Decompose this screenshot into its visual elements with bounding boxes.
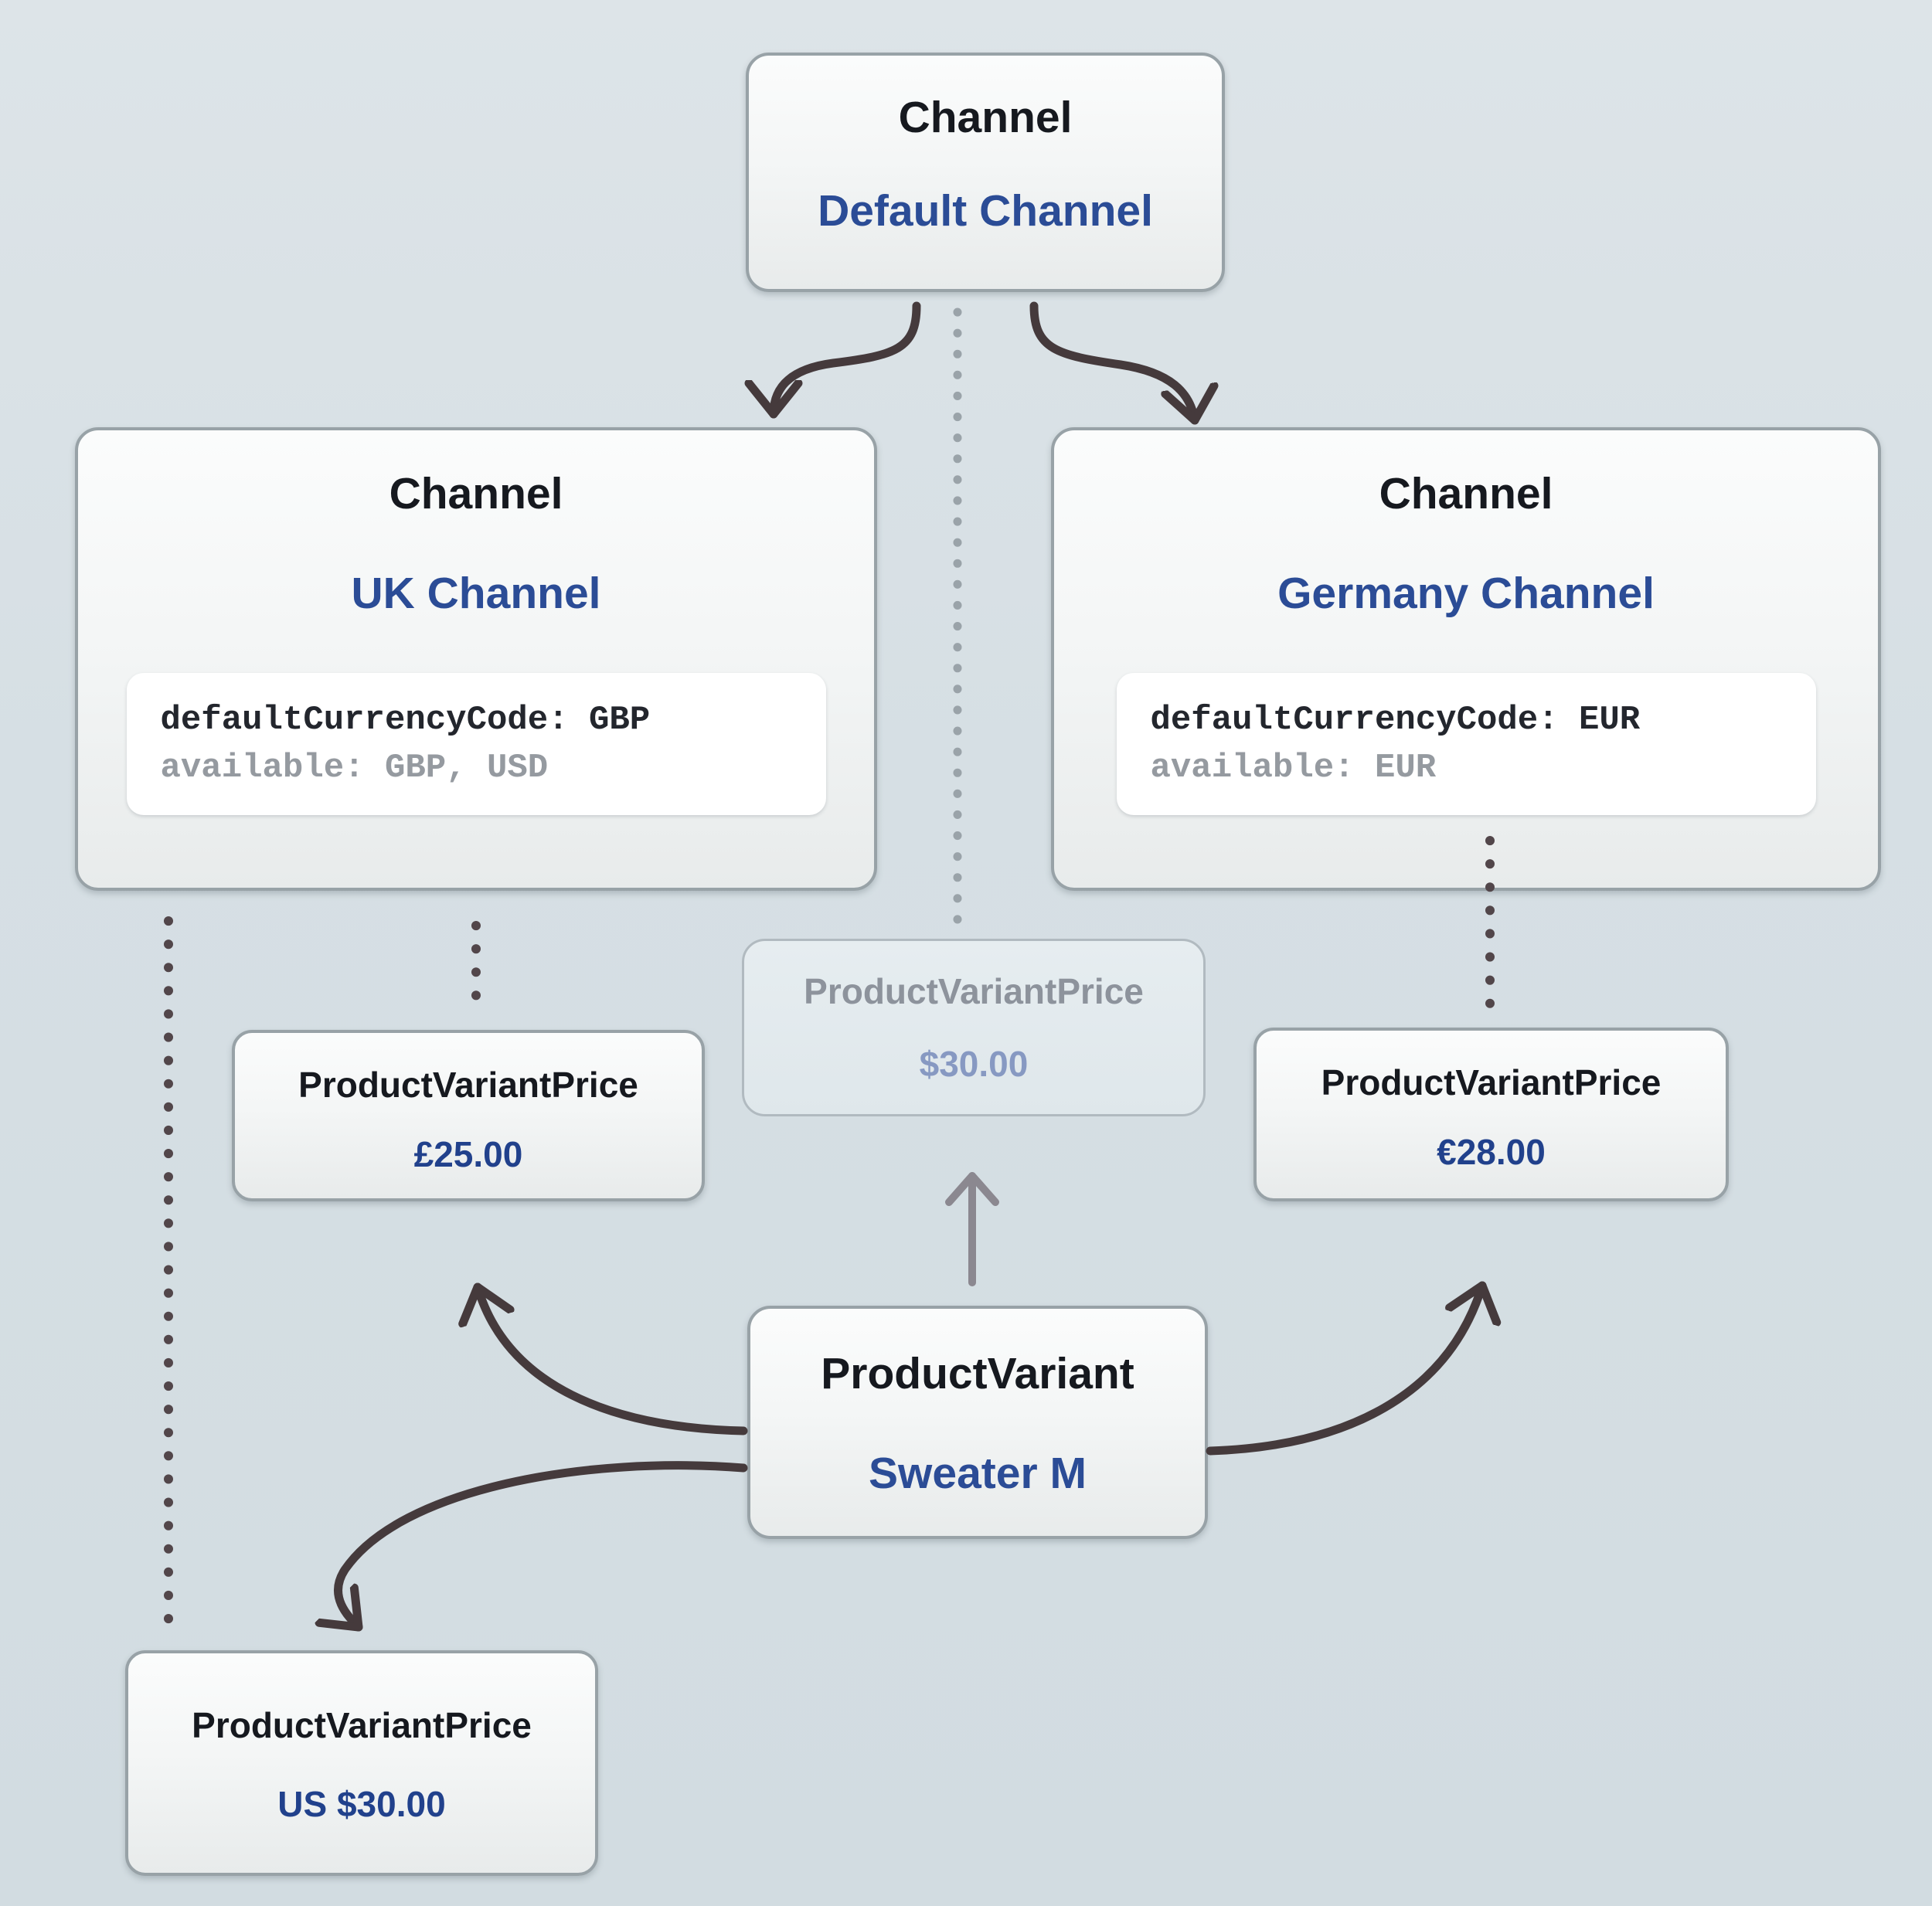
node-default-channel: Channel Default Channel	[746, 53, 1225, 292]
available-currencies-line: available: GBP, USD	[160, 749, 549, 788]
entity-type-label: ProductVariantPrice	[804, 971, 1144, 1011]
node-uk-product-variant-price: ProductVariantPrice £25.00	[232, 1030, 705, 1201]
entity-type-label: ProductVariantPrice	[192, 1705, 532, 1745]
entity-instance-name: Germany Channel	[1277, 569, 1655, 618]
node-germany-product-variant-price: ProductVariantPrice €28.00	[1253, 1028, 1729, 1201]
arrow-variant-to-usd-price	[338, 1461, 748, 1632]
currency-code-panel: defaultCurrencyCode: EUR available: EUR	[1116, 673, 1816, 815]
entity-instance-name: Default Channel	[818, 186, 1153, 236]
price-value: $30.00	[919, 1044, 1029, 1084]
arrow-variant-to-eur-price	[1206, 1281, 1482, 1456]
entity-type-label: ProductVariantPrice	[1321, 1062, 1662, 1102]
price-value: €28.00	[1437, 1132, 1546, 1172]
node-germany-channel: Channel Germany Channel defaultCurrencyC…	[1051, 427, 1881, 891]
available-currencies-line: available: EUR	[1150, 749, 1437, 788]
currency-code-panel: defaultCurrencyCode: GBP available: GBP,…	[126, 673, 826, 815]
entity-type-label: ProductVariantPrice	[298, 1065, 638, 1105]
node-ghost-product-variant-price: ProductVariantPrice $30.00	[742, 939, 1206, 1116]
node-product-variant: ProductVariant Sweater M	[747, 1306, 1208, 1539]
node-uk-channel: Channel UK Channel defaultCurrencyCode: …	[75, 427, 877, 891]
arrow-variant-to-gbp-price	[478, 1283, 748, 1435]
price-value: US $30.00	[277, 1784, 446, 1824]
entity-type-label: Channel	[1379, 469, 1553, 518]
arrow-default-to-germany-channel	[1029, 301, 1195, 425]
entity-type-label: Channel	[389, 469, 563, 518]
entity-type-label: Channel	[898, 93, 1073, 142]
entity-instance-name: Sweater M	[869, 1449, 1087, 1498]
price-value: £25.00	[413, 1134, 523, 1174]
default-currency-line: defaultCurrencyCode: GBP	[160, 701, 651, 739]
node-usd-product-variant-price: ProductVariantPrice US $30.00	[125, 1650, 598, 1876]
entity-type-label: ProductVariant	[821, 1349, 1134, 1398]
entity-instance-name: UK Channel	[351, 569, 601, 618]
arrow-default-to-uk-channel	[774, 301, 921, 419]
default-currency-line: defaultCurrencyCode: EUR	[1150, 701, 1641, 739]
